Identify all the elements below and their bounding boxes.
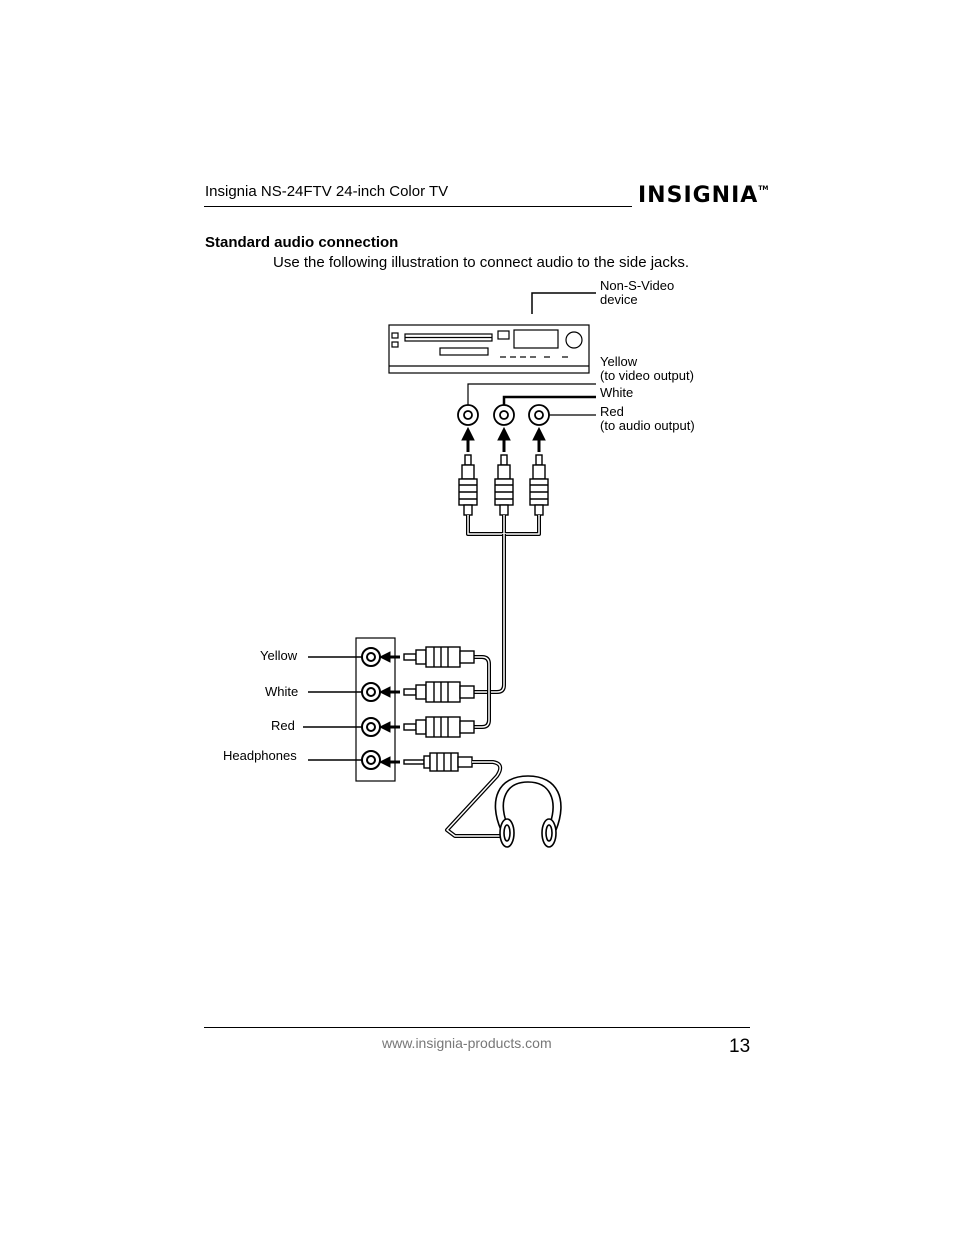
- device-label-line1: Non-S-Video: [600, 278, 675, 293]
- tv-red-label: Red: [271, 718, 295, 733]
- intro-text: Use the following illustration to connec…: [273, 254, 690, 271]
- header-title: Insignia NS-24FTV 24-inch Color TV: [205, 183, 449, 200]
- device-label: Non-S-Video device: [600, 279, 674, 307]
- logo-text: INSIGNIA: [638, 183, 759, 208]
- yellow-output-label-line1: Yellow: [600, 354, 638, 369]
- tv-yellow-label: Yellow: [260, 648, 298, 663]
- footer-rule: [204, 1027, 750, 1028]
- vcr-device: [388, 324, 590, 374]
- yellow-output-label: Yellow (to video output): [600, 355, 694, 383]
- horizontal-rca-plugs: [403, 646, 475, 772]
- tv-headphones-label: Headphones: [223, 748, 297, 763]
- tv-side-panel: [303, 637, 396, 782]
- headphones-icon: [494, 775, 562, 848]
- red-output-label-line1: Red: [600, 404, 624, 419]
- horizontal-plug-red: [403, 716, 475, 738]
- device-leader-line: [531, 292, 596, 314]
- insignia-logo: INSIGNIATM: [638, 183, 768, 208]
- horizontal-plug-white: [403, 681, 475, 703]
- av-cable: [466, 515, 541, 729]
- yellow-output-label-line2: (to video output): [600, 368, 694, 383]
- vertical-plug-red: [529, 454, 549, 516]
- red-output-label-line2: (to audio output): [600, 418, 695, 433]
- vertical-plug-white: [494, 454, 514, 516]
- section-heading: Standard audio connection: [205, 234, 399, 251]
- header-rule: [204, 206, 632, 207]
- logo-trademark: TM: [758, 185, 769, 192]
- left-arrows: [378, 651, 400, 768]
- upward-arrows: [461, 426, 546, 452]
- white-output-label: White: [600, 385, 634, 400]
- vertical-plug-yellow: [458, 454, 478, 516]
- headphone-cable: [445, 760, 503, 838]
- device-label-line2: device: [600, 292, 638, 307]
- red-output-label: Red (to audio output): [600, 405, 695, 433]
- tv-white-label: White: [265, 684, 299, 699]
- horizontal-plug-yellow: [403, 646, 475, 668]
- device-output-jacks: [457, 383, 596, 426]
- page-number: 13: [729, 1036, 751, 1057]
- footer-url[interactable]: www.insignia-products.com: [382, 1035, 552, 1051]
- headphone-plug: [403, 752, 473, 772]
- vertical-rca-plugs: [458, 454, 549, 516]
